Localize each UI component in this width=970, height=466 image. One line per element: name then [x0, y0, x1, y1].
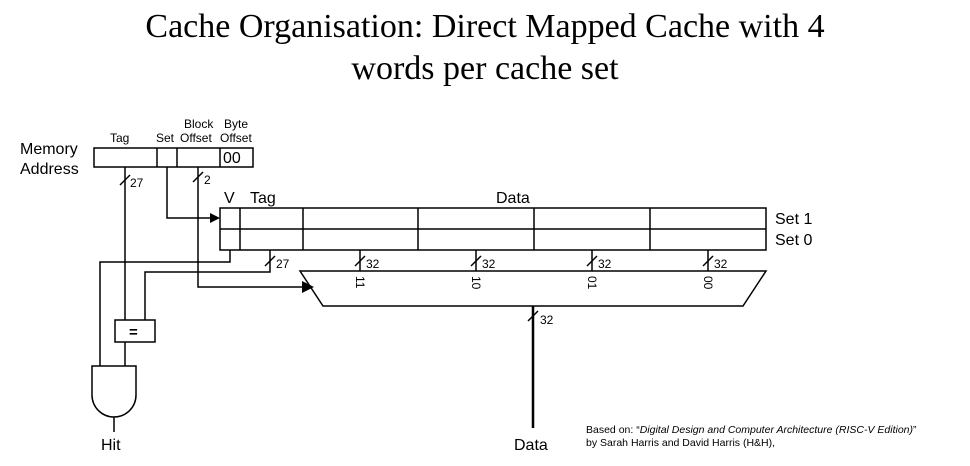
block-offset-field-label-line-2: Offset: [180, 131, 212, 145]
block-offset-bus-width: 2: [204, 173, 211, 187]
mux-select-arrow: [302, 281, 314, 293]
tag-bus-slash: [119, 174, 131, 186]
tag-field-label: Tag: [110, 131, 129, 145]
block-offset-wire: [197, 167, 304, 288]
set-1-label: Set 1: [775, 211, 812, 228]
mux-input-10: 10: [469, 276, 483, 290]
word-1-bus-slash: [586, 255, 598, 267]
byte-offset-value: 00: [223, 150, 241, 167]
word-multiplexer: [298, 270, 768, 307]
word-1-bus-width: 32: [598, 257, 612, 271]
byte-offset-field-label-line-2: Offset: [220, 131, 252, 145]
set-index-wire: [166, 167, 212, 219]
mux-input-11: 11: [353, 276, 367, 289]
word-0-bus-slash: [702, 255, 714, 267]
comparator-symbol: =: [129, 324, 138, 341]
valid-bit-wire: [99, 250, 231, 366]
stored-tag-bus-width: 27: [276, 257, 290, 271]
block-offset-bus-slash: [192, 171, 204, 183]
word-0-bus-width: 32: [714, 257, 728, 271]
memory-address-label: Memory: [20, 141, 78, 158]
valid-column-header: V: [224, 190, 235, 207]
set-index-arrow: [210, 213, 220, 223]
block-offset-field-label: Block: [184, 117, 214, 131]
tag-bus-width: 27: [130, 176, 144, 190]
set-field-label: Set: [156, 131, 175, 145]
data-output-bus-width: 32: [540, 313, 554, 327]
citation: Based on: “Digital Design and Computer A…: [586, 424, 966, 450]
tag-comparator: [114, 319, 156, 343]
memory-address-label-line-2: Address: [20, 161, 79, 178]
word-2-bus-slash: [470, 255, 482, 267]
data-output-label: Data: [514, 437, 548, 454]
title-line-1: Cache Organisation: Direct Mapped Cache …: [145, 8, 825, 45]
hit-and-gate: [91, 365, 137, 418]
page-title: Cache Organisation: Direct Mapped Cache …: [0, 6, 970, 90]
word-3-bus-slash: [354, 255, 366, 267]
address-register: [93, 147, 254, 168]
word-2-bus-width: 32: [482, 257, 496, 271]
citation-suffix: ”: [913, 424, 917, 436]
stored-tag-bus-slash: [264, 255, 276, 267]
tag-column-header: Tag: [250, 190, 276, 207]
citation-prefix: Based on: “: [586, 424, 640, 436]
title-line-2: words per cache set: [351, 50, 619, 87]
hit-output-label: Hit: [101, 437, 121, 454]
stored-tag-wire: [144, 250, 271, 320]
citation-book-title: Digital Design and Computer Architecture…: [639, 424, 914, 436]
word-3-bus-width: 32: [366, 257, 380, 271]
set-0-label: Set 0: [775, 232, 812, 249]
citation-authors: by Sarah Harris and David Harris (H&H),: [586, 437, 776, 449]
byte-offset-field-label: Byte: [224, 117, 248, 131]
mux-input-01: 01: [585, 276, 599, 290]
mux-input-00: 00: [701, 276, 715, 290]
data-column-header: Data: [496, 190, 530, 207]
